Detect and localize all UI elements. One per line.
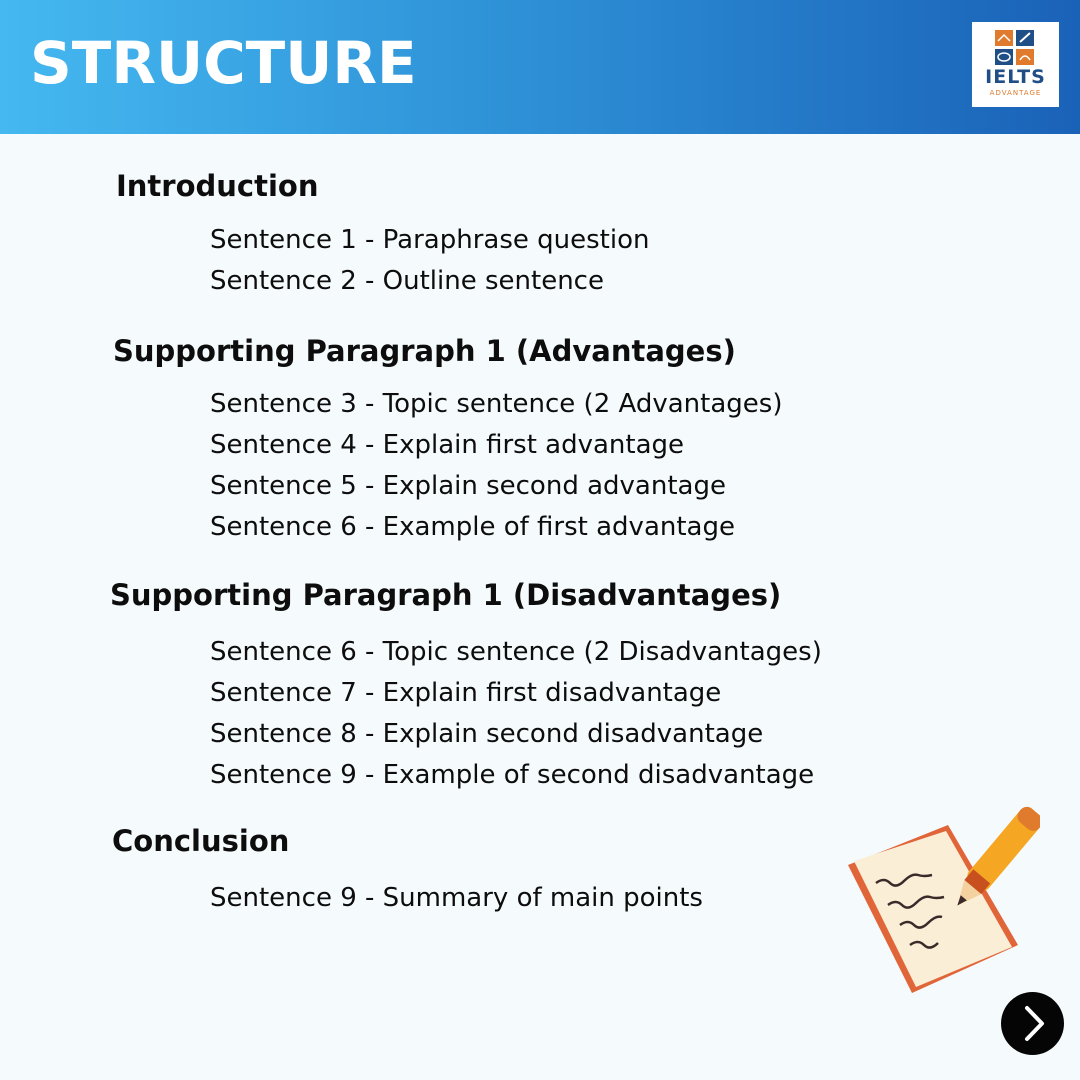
- next-button[interactable]: [1001, 992, 1064, 1055]
- section-heading-introduction: Introduction: [116, 169, 319, 203]
- list-item: Sentence 7 - Explain first disadvantage: [210, 678, 722, 708]
- list-item: Sentence 1 - Paraphrase question: [210, 225, 650, 255]
- list-item: Sentence 3 - Topic sentence (2 Advantage…: [210, 389, 783, 419]
- list-item: Sentence 6 - Example of first advantage: [210, 512, 735, 542]
- list-item: Sentence 8 - Explain second disadvantage: [210, 719, 764, 749]
- list-item: Sentence 2 - Outline sentence: [210, 266, 604, 296]
- page-title: STRUCTURE: [30, 29, 417, 97]
- section-heading-conclusion: Conclusion: [112, 824, 290, 858]
- list-item: Sentence 5 - Explain second advantage: [210, 471, 726, 501]
- logo-subtext: ADVANTAGE: [989, 89, 1042, 97]
- list-item: Sentence 6 - Topic sentence (2 Disadvant…: [210, 637, 822, 667]
- list-item: Sentence 9 - Example of second disadvant…: [210, 760, 815, 790]
- logo-icon: [995, 30, 1034, 65]
- section-heading-advantages: Supporting Paragraph 1 (Advantages): [113, 334, 736, 368]
- logo-text: IELTS: [985, 66, 1046, 88]
- list-item: Sentence 4 - Explain first advantage: [210, 430, 685, 460]
- chevron-right-icon: [1025, 1006, 1044, 1041]
- header-banner: STRUCTURE IELTS ADVANTAGE: [0, 0, 1080, 134]
- notebook-pen-icon: [840, 795, 1043, 999]
- list-item: Sentence 9 - Summary of main points: [210, 883, 703, 913]
- ielts-advantage-logo: IELTS ADVANTAGE: [972, 22, 1059, 107]
- section-heading-disadvantages: Supporting Paragraph 1 (Disadvantages): [110, 578, 782, 612]
